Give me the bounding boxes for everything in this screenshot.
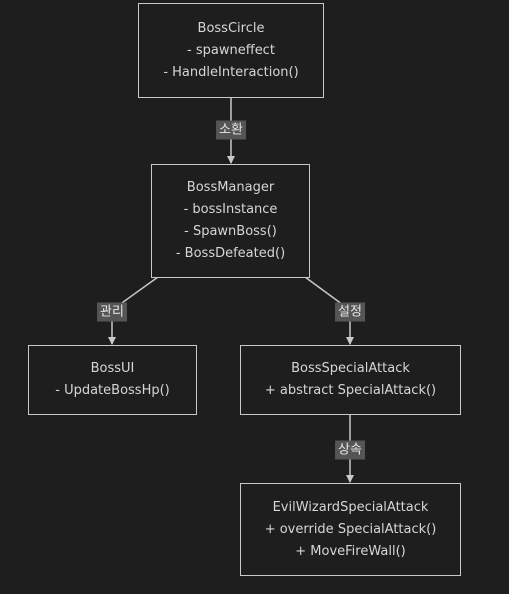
edge-label-summon: 소환 [216, 120, 246, 140]
node-member: + MoveFireWall() [295, 543, 406, 559]
node-member: - HandleInteraction() [163, 64, 299, 80]
node-member: + override SpecialAttack() [264, 521, 437, 537]
node-member: - BossDefeated() [175, 246, 286, 261]
node-boss-special-attack: BossSpecialAttack + abstract SpecialAtta… [240, 345, 461, 415]
edge-label-manage: 관리 [97, 302, 127, 322]
node-member: - spawneffect [187, 42, 275, 58]
node-boss-ui: BossUI - UpdateBossHp() [28, 345, 197, 415]
node-member: - bossInstance [183, 202, 278, 217]
node-title: BossCircle [197, 20, 265, 36]
node-boss-circle: BossCircle - spawneffect - HandleInterac… [138, 3, 324, 98]
node-title: BossManager [186, 180, 275, 195]
node-title: BossSpecialAttack [291, 361, 410, 376]
edge-label-inherit: 상속 [335, 440, 365, 460]
node-member: + abstract SpecialAttack() [264, 383, 437, 398]
node-evil-wizard-special-attack: EvilWizardSpecialAttack + override Speci… [240, 483, 461, 576]
node-member: - SpawnBoss() [184, 224, 277, 239]
edge-label-configure: 설정 [335, 302, 365, 322]
node-title: EvilWizardSpecialAttack [272, 499, 429, 515]
node-title: BossUI [90, 361, 135, 376]
node-member: - UpdateBossHp() [55, 383, 170, 398]
node-boss-manager: BossManager - bossInstance - SpawnBoss()… [151, 164, 310, 278]
